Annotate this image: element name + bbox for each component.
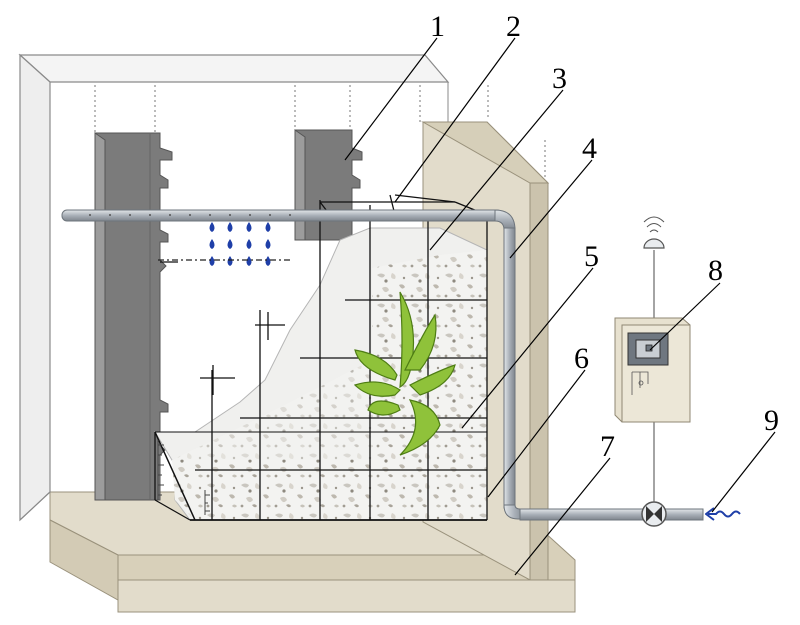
left-steel-post — [94, 132, 173, 501]
depth-scale — [157, 440, 210, 515]
water-drops — [209, 222, 271, 266]
water-drop-icon — [227, 256, 233, 266]
callout-8: 8 — [708, 254, 723, 287]
right-steel-post — [294, 129, 363, 241]
callout-5: 5 — [584, 240, 599, 273]
water-drop-icon — [209, 222, 215, 232]
callout-1: 1 — [430, 10, 445, 43]
callout-7: 7 — [600, 430, 615, 463]
water-drop-icon — [246, 239, 252, 249]
control-cabinet — [614, 250, 691, 502]
water-drop-icon — [246, 256, 252, 266]
antenna-icon — [643, 216, 665, 249]
water-drop-icon — [265, 256, 271, 266]
water-drop-icon — [227, 222, 233, 232]
water-drop-icon — [209, 239, 215, 249]
leader-lines — [344, 37, 776, 576]
water-drop-icon — [227, 239, 233, 249]
callout-6: 6 — [574, 342, 589, 375]
callout-4: 4 — [582, 132, 597, 165]
wavy-arrow-icon — [705, 507, 741, 521]
callout-9: 9 — [764, 404, 779, 437]
callout-2: 2 — [506, 10, 521, 43]
water-drop-icon — [265, 239, 271, 249]
plant-icon — [353, 291, 456, 456]
water-drop-icon — [246, 222, 252, 232]
outer-frame — [18, 53, 546, 522]
wire-mesh — [154, 194, 488, 521]
callout-3: 3 — [552, 62, 567, 95]
water-drop-icon — [265, 222, 271, 232]
valve-icon — [641, 501, 667, 527]
water-drop-icon — [209, 256, 215, 266]
